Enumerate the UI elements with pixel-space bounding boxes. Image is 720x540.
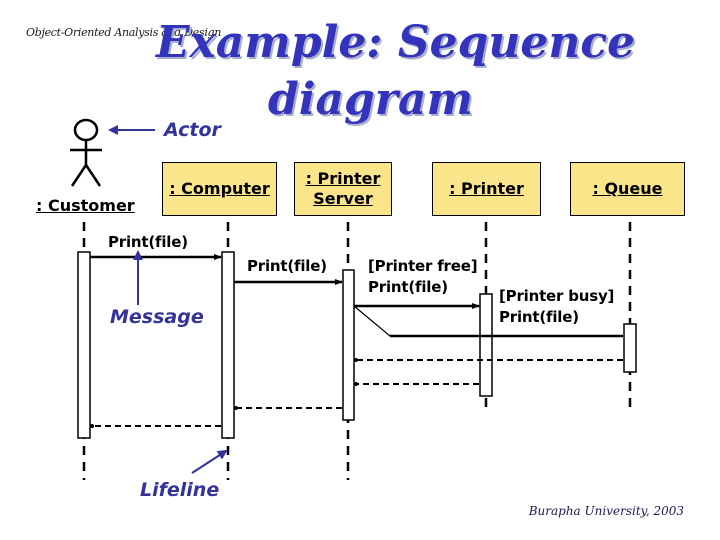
participant-computer-label: : Computer	[169, 179, 270, 198]
message-label-computer-to-printer-server: Print(file)	[247, 257, 327, 275]
participant-customer: : Customer	[36, 196, 135, 215]
participant-printer-server: : Printer Server	[294, 162, 392, 216]
activation-printer-server	[342, 269, 355, 421]
actor-annotation-label: Actor	[164, 119, 221, 141]
slide-title-line-2: diagram	[268, 74, 474, 125]
activation-customer	[77, 251, 91, 439]
footer-credit: Burapha University, 2003	[528, 504, 684, 518]
message-guard-printer-free: [Printer free]	[368, 257, 478, 275]
participant-printer: : Printer	[432, 162, 541, 216]
message-label-customer-to-computer: Print(file)	[108, 233, 188, 251]
participant-printer-server-label-line-2: Server	[313, 189, 373, 208]
branch-connector	[353, 305, 391, 337]
message-annotation-label: Message	[110, 306, 204, 328]
activation-computer	[221, 251, 235, 439]
message-guard-printer-busy: [Printer busy]	[499, 287, 615, 305]
lifeline-annotation-arrow	[191, 449, 228, 474]
participant-printer-server-label-line-1: : Printer	[305, 169, 381, 188]
activation-queue	[623, 323, 637, 373]
slide-title-line-1: Example: Sequence	[156, 17, 636, 68]
participant-computer: : Computer	[162, 162, 277, 216]
message-label-printer-server-to-printer: Print(file)	[368, 278, 448, 296]
activation-printer	[479, 293, 493, 397]
participant-queue-label: : Queue	[592, 179, 663, 198]
actor-stick-figure-icon	[70, 118, 102, 187]
participant-queue: : Queue	[570, 162, 685, 216]
participant-printer-label: : Printer	[449, 179, 524, 198]
lifeline-annotation-label: Lifeline	[140, 479, 220, 501]
message-label-printer-server-to-queue: Print(file)	[499, 308, 579, 326]
course-name: Object-Oriented Analysis and Design	[26, 26, 222, 39]
